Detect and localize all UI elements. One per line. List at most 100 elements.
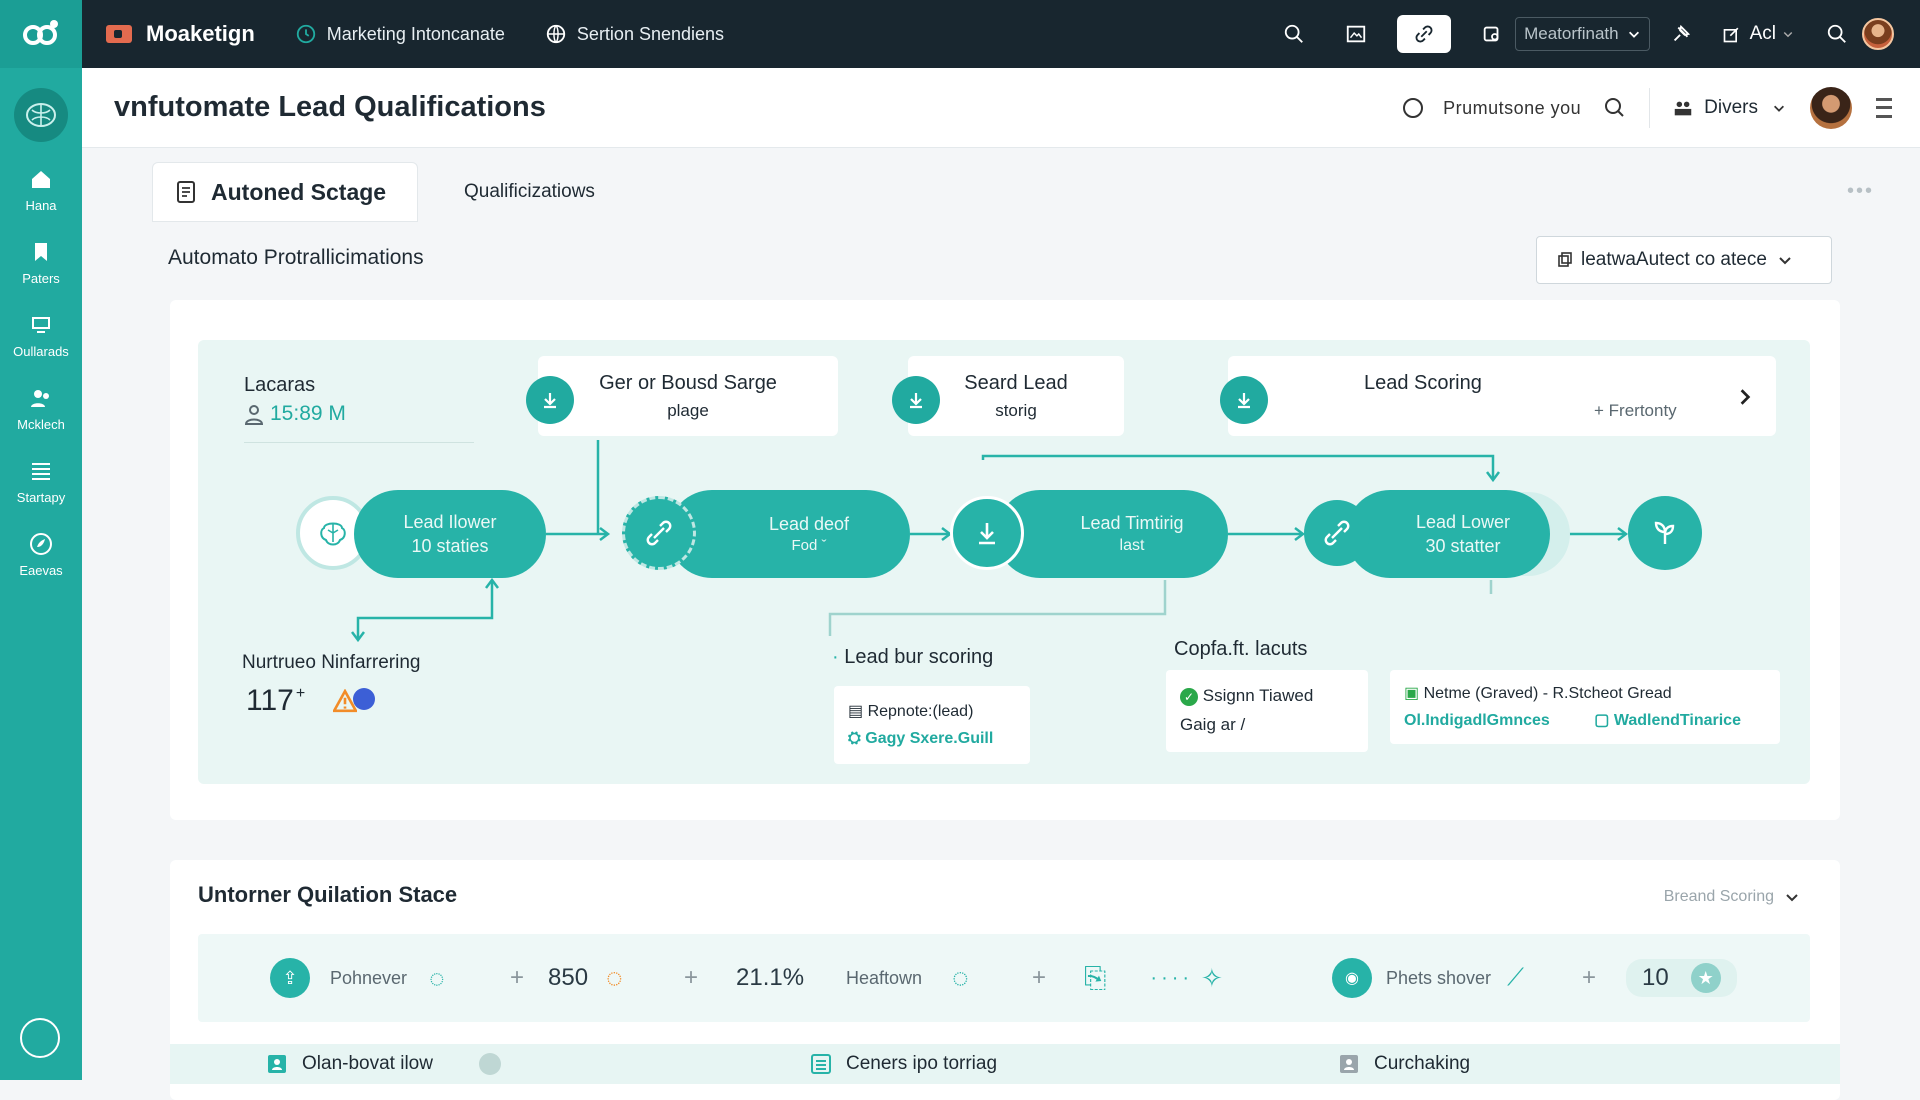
sidebar-item-label: Mcklech	[17, 417, 65, 432]
status-circle-icon[interactable]	[20, 1018, 60, 1058]
document-icon	[177, 181, 195, 203]
step-card[interactable]: Seard Lead storig	[908, 356, 1124, 436]
download-node[interactable]	[950, 496, 1024, 570]
device-icon[interactable]	[1475, 17, 1509, 51]
step-card[interactable]: Ger or Bousd Sarge plage	[538, 356, 838, 436]
sidebar-item-paters[interactable]: Paters	[0, 239, 82, 286]
brain-icon	[26, 103, 56, 127]
menu-icon[interactable]	[1876, 98, 1892, 118]
netme-line: ▣ Netme (Graved) - R.Stcheot Gread	[1404, 685, 1672, 702]
metric-icons[interactable]: ⎘ ···· ✧	[1084, 934, 1223, 1022]
divers-label: Divers	[1704, 97, 1758, 118]
nav-section[interactable]: Sertion Snendiens	[545, 23, 724, 45]
scoring-label: · Lead bur scoring	[832, 646, 994, 668]
upload-icon: ⇪	[270, 958, 310, 998]
sidebar-item-label: Hana	[25, 198, 57, 213]
team-icon	[1674, 101, 1692, 116]
stage-pill[interactable]: Lead Timtirig last	[996, 490, 1228, 578]
end-node[interactable]	[1628, 496, 1702, 570]
pill-sub: last	[1119, 537, 1145, 555]
more-options-icon[interactable]: •••	[1846, 180, 1874, 202]
flow-connectors	[351, 440, 1629, 643]
header-search-text[interactable]: Prumutsone you	[1443, 97, 1582, 118]
search-icon[interactable]	[1603, 96, 1627, 120]
sidebar-item-oullarads[interactable]: Oullarads	[0, 312, 82, 359]
account-menu[interactable]: Acl	[1722, 23, 1802, 45]
step-card[interactable]: Lead Scoring + Frertonty	[1228, 356, 1776, 436]
globe-icon	[546, 24, 566, 44]
sidebar-item-startapy[interactable]: Startapy	[0, 458, 82, 505]
bottom-item[interactable]: Ceners ipo torriag	[810, 1053, 997, 1075]
user-card-icon	[1340, 1055, 1358, 1073]
metric-label: Phets shover	[1386, 967, 1492, 988]
metric-value: 10	[1642, 964, 1669, 991]
metric-heaftown[interactable]: Heaftown ◌	[846, 934, 969, 1022]
download-icon[interactable]	[892, 376, 940, 424]
step-sub: + Frertonty	[1594, 400, 1677, 420]
step-title: Lead Scoring	[1364, 371, 1482, 394]
pill-sub: Fod ˇ	[791, 537, 827, 555]
tab-autoned-sctage[interactable]: Autoned Sctage	[152, 162, 418, 222]
zoom-icon[interactable]	[1277, 17, 1311, 51]
signed-sub: Gaig ar /	[1180, 714, 1246, 734]
nav-section-label: Sertion Snendiens	[576, 23, 725, 44]
download-icon[interactable]	[1220, 376, 1268, 424]
workflow-diagram: Lacaras 15:89 M Ger or Bousd Sarge plage…	[198, 340, 1810, 784]
metric-850[interactable]: 850 ◌	[548, 934, 623, 1022]
flow-label: Lacaras	[244, 374, 316, 396]
sidebar-item-mcklech[interactable]: Mcklech	[0, 385, 82, 432]
section-select[interactable]: leatwaAutect co atece	[1536, 236, 1832, 284]
brand[interactable]: Moaketign	[106, 21, 255, 47]
search-icon[interactable]	[1820, 17, 1854, 51]
link-node[interactable]	[622, 496, 696, 570]
image-icon[interactable]	[1339, 17, 1373, 51]
chevron-right-icon[interactable]	[1736, 388, 1754, 406]
pill-title: Lead Timtirig	[1080, 513, 1184, 534]
leaf-icon	[30, 533, 52, 555]
tab-qualificizatiows[interactable]: Qualificizatiows	[464, 181, 595, 202]
sidebar-item-home[interactable]: Hana	[0, 166, 82, 213]
report-link[interactable]: ⛭ Gagy Sxere.Guill	[848, 730, 994, 748]
report-card[interactable]: ▤ Repnote:(lead) ⛭ Gagy Sxere.Guill	[834, 686, 1030, 765]
download-icon[interactable]	[526, 376, 574, 424]
bottom-item[interactable]: Olan-bovat ilow	[266, 1053, 501, 1075]
netme-card[interactable]: ▣ Netme (Graved) - R.Stcheot Gread Ol.In…	[1390, 670, 1780, 745]
user-avatar[interactable]	[1862, 18, 1894, 50]
netme-links[interactable]: Ol.IndigadlGmnces ▢ WadlendTinarice	[1404, 712, 1741, 730]
metric-10[interactable]: 10 ★	[1626, 934, 1737, 1022]
pin-off-icon[interactable]	[1664, 17, 1698, 51]
dots-icon: ····	[1150, 966, 1194, 989]
link-node[interactable]	[1304, 500, 1370, 566]
bottom-item[interactable]: Curchaking	[1338, 1053, 1470, 1075]
workspace-select[interactable]: Meatorfinath	[1515, 17, 1650, 51]
stage-pill[interactable]: Lead Ilower 10 staties	[354, 490, 546, 578]
link-icon[interactable]	[1397, 15, 1452, 53]
sidebar-item-eaevas[interactable]: Eaevas	[0, 531, 82, 578]
divers-dropdown[interactable]: Divers	[1672, 97, 1786, 119]
app-logo[interactable]	[0, 0, 82, 68]
stage-pill[interactable]: Lead Lower 30 statter	[1346, 490, 1550, 578]
metric-percent[interactable]: 21.1%	[736, 934, 804, 1022]
tab-bar: Autoned Sctage Qualificizatiows	[152, 162, 595, 222]
stats-title: Untorner Quilation Stace	[198, 882, 458, 907]
nav-marketing[interactable]: Marketing Intoncanate	[295, 23, 505, 45]
metric-phets[interactable]: ◉ Phets shover ⟋	[1332, 934, 1524, 1022]
metrics-row: ⇪ Pohnever ◌ + 850 ◌ + 21.1% Heaftown ◌ …	[198, 934, 1810, 1022]
status-icon[interactable]	[1403, 98, 1424, 118]
header-avatar[interactable]	[1810, 87, 1852, 129]
sidebar-home-button[interactable]	[14, 88, 68, 142]
plus-separator: +	[1582, 964, 1597, 991]
plus-separator: +	[1032, 964, 1047, 991]
stats-select[interactable]: Breand Scoring	[1664, 888, 1800, 906]
metric-label: Heaftown	[846, 967, 923, 988]
wand-icon: ⟋	[1507, 964, 1524, 991]
signed-card[interactable]: ✓ Ssignn Tiawed Gaig ar /	[1166, 670, 1368, 752]
download-icon	[979, 523, 995, 545]
section-select-value: leatwaAutect co atece	[1581, 249, 1767, 270]
chevron-down-icon	[1786, 894, 1798, 902]
stage-pill[interactable]: Lead deof Fod ˇ	[668, 490, 910, 578]
metric-pohnever[interactable]: ⇪ Pohnever ◌	[270, 934, 445, 1022]
sidebar-item-label: Paters	[22, 271, 60, 286]
copy-icon	[1558, 252, 1572, 267]
logo-icon	[23, 20, 58, 45]
